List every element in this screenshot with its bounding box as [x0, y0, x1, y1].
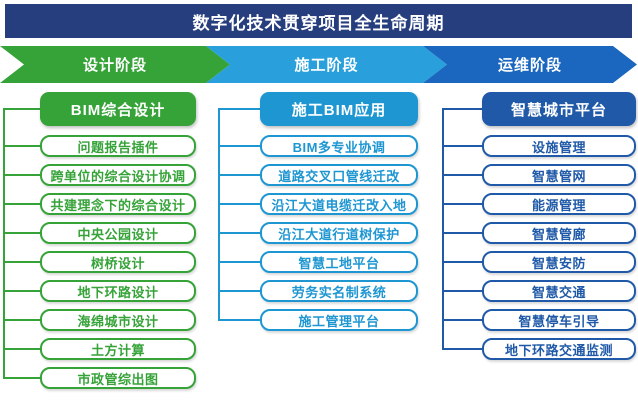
flow-item-row: 智慧安防 [442, 251, 636, 273]
flow-item-row: 沿江大道行道树保护 [218, 222, 418, 244]
flow-item-row: 劳务实名制系统 [218, 280, 418, 302]
flow-item-row: 沿江大道电缆迁改入地 [218, 193, 418, 215]
diagram-title: 数字化技术贯穿项目全生命周期 [192, 13, 445, 33]
flow-item-row: 海绵城市设计 [3, 309, 196, 331]
branch-line [3, 203, 40, 205]
branch-line [3, 145, 40, 147]
flow-item-box: 劳务实名制系统 [260, 280, 418, 302]
flow-item-box: 智慧管网 [482, 164, 636, 186]
flow-item-row: 施工管理平台 [218, 309, 418, 331]
flow-item-row: 树桥设计 [3, 251, 196, 273]
operations-column: 智慧城市平台 设施管理 智慧管网 能源管理 智慧管廊 智慧安防 智慧交通 智慧停… [442, 92, 636, 367]
branch-line [3, 319, 40, 321]
phase-label-design: 设计阶段 [82, 57, 147, 74]
flow-item-row: 智慧交通 [442, 280, 636, 302]
title-banner: 数字化技术贯穿项目全生命周期 [5, 4, 632, 38]
flow-item-row: 道路交叉口管线迁改 [218, 164, 418, 186]
column-header-box: 施工BIM应用 [260, 92, 418, 126]
flow-item-row: 设施管理 [442, 135, 636, 157]
branch-line [218, 319, 260, 321]
flow-item-row: 智慧停车引导 [442, 309, 636, 331]
flow-item-box: 能源管理 [482, 193, 636, 215]
design-column: BIM综合设计 问题报告插件 跨单位的综合设计协调 共建理念下的综合设计 中央公… [3, 92, 196, 396]
branch-line [442, 290, 482, 292]
flow-item-row: 市政管综出图 [3, 367, 196, 389]
branch-line [218, 203, 260, 205]
branch-line [442, 232, 482, 234]
trunk-line [218, 109, 220, 320]
flow-item-box: 海绵城市设计 [40, 309, 196, 331]
flow-item-box: 市政管综出图 [40, 367, 196, 389]
branch-line [3, 377, 40, 379]
branch-line [218, 174, 260, 176]
flow-item-box: 跨单位的综合设计协调 [40, 164, 196, 186]
flow-item-row: 土方计算 [3, 338, 196, 360]
flow-item-row: 智慧管网 [442, 164, 636, 186]
flow-item-box: 智慧管廊 [482, 222, 636, 244]
column-header-row: 智慧城市平台 [442, 92, 636, 126]
phase-arrow-design: 设计阶段 [0, 46, 230, 83]
branch-line [218, 108, 260, 110]
flow-item-row: 跨单位的综合设计协调 [3, 164, 196, 186]
column-header-box: BIM综合设计 [40, 92, 196, 126]
flow-item-box: 智慧交通 [482, 280, 636, 302]
branch-line [3, 174, 40, 176]
branch-line [442, 108, 482, 110]
flow-item-row: 地下环路交通监测 [442, 338, 636, 360]
phase-arrow-operations: 运维阶段 [423, 46, 637, 83]
phase-label-construction: 施工阶段 [294, 57, 359, 74]
phase-arrow-construction: 施工阶段 [206, 46, 447, 83]
branch-line [442, 348, 482, 350]
branch-line [218, 145, 260, 147]
branch-line [3, 290, 40, 292]
flow-item-box: 中央公园设计 [40, 222, 196, 244]
flow-item-row: 智慧管廊 [442, 222, 636, 244]
branch-line [3, 348, 40, 350]
branch-line [218, 290, 260, 292]
flow-item-row: 智慧工地平台 [218, 251, 418, 273]
flow-item-row: 中央公园设计 [3, 222, 196, 244]
flow-item-box: 设施管理 [482, 135, 636, 157]
flow-item-row: BIM多专业协调 [218, 135, 418, 157]
column-header-row: BIM综合设计 [3, 92, 196, 126]
flow-item-box: 施工管理平台 [260, 309, 418, 331]
flow-item-box: 地下环路交通监测 [482, 338, 636, 360]
column-header-box: 智慧城市平台 [482, 92, 636, 126]
branch-line [3, 108, 40, 110]
flow-item-row: 问题报告插件 [3, 135, 196, 157]
branch-line [442, 145, 482, 147]
trunk-line [3, 109, 5, 378]
flow-item-box: 树桥设计 [40, 251, 196, 273]
construction-column: 施工BIM应用 BIM多专业协调 道路交叉口管线迁改 沿江大道电缆迁改入地 沿江… [218, 92, 418, 338]
branch-line [218, 232, 260, 234]
branch-line [442, 319, 482, 321]
branch-line [3, 261, 40, 263]
flow-item-box: BIM多专业协调 [260, 135, 418, 157]
branch-line [3, 232, 40, 234]
flow-item-box: 沿江大道电缆迁改入地 [260, 193, 418, 215]
flow-item-row: 地下环路设计 [3, 280, 196, 302]
column-header-row: 施工BIM应用 [218, 92, 418, 126]
branch-line [218, 261, 260, 263]
flow-item-row: 能源管理 [442, 193, 636, 215]
branch-line [442, 203, 482, 205]
flow-item-box: 道路交叉口管线迁改 [260, 164, 418, 186]
flow-item-row: 共建理念下的综合设计 [3, 193, 196, 215]
flow-item-box: 问题报告插件 [40, 135, 196, 157]
trunk-line [442, 109, 444, 349]
branch-line [442, 174, 482, 176]
branch-line [442, 261, 482, 263]
flow-item-box: 智慧停车引导 [482, 309, 636, 331]
flow-item-box: 土方计算 [40, 338, 196, 360]
flow-item-box: 地下环路设计 [40, 280, 196, 302]
flow-item-box: 智慧安防 [482, 251, 636, 273]
flow-item-box: 智慧工地平台 [260, 251, 418, 273]
flow-item-box: 共建理念下的综合设计 [40, 193, 196, 215]
phase-label-operations: 运维阶段 [497, 57, 562, 74]
flow-item-box: 沿江大道行道树保护 [260, 222, 418, 244]
